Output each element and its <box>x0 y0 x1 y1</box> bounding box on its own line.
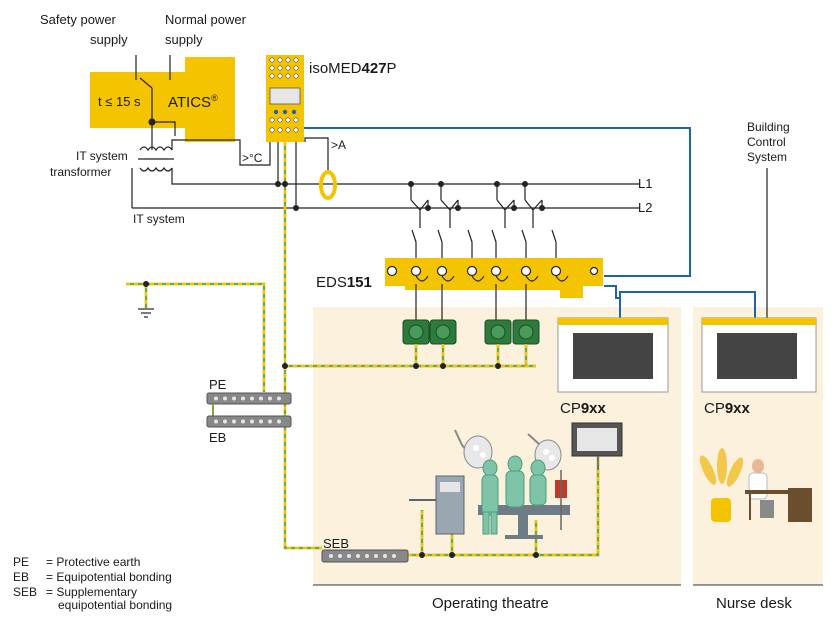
legend-text: = Supplementary <box>46 585 137 599</box>
eds-channel-outputs <box>415 275 569 322</box>
safety-label-2: supply <box>90 32 128 47</box>
legend-abbr: EB <box>13 570 29 584</box>
desk-icon <box>745 490 789 494</box>
isomed-display <box>269 87 301 105</box>
operating-table-icon <box>478 505 570 515</box>
normal-label-2: supply <box>165 32 203 47</box>
eds-label: EDS151 <box>316 274 372 291</box>
normal-label-1: Normal power <box>165 12 247 27</box>
circuit-drops <box>410 184 557 258</box>
operating-scene <box>409 422 623 539</box>
transformer-primary <box>139 146 173 152</box>
blue-cp2-wire <box>619 291 756 318</box>
panel-screen <box>573 333 653 379</box>
eds-channels <box>386 265 599 277</box>
atics-switch <box>139 77 153 89</box>
bcs-label-3: System <box>747 150 787 164</box>
bcs-label-1: Building <box>747 120 790 134</box>
plant-icon <box>699 448 744 487</box>
panel-header-bar <box>558 318 668 325</box>
blue-cp1-wire <box>604 285 621 318</box>
socket-group <box>402 319 540 345</box>
temp-label: >°C <box>242 151 263 165</box>
pe-bar <box>206 392 292 405</box>
transformer-label-2: transformer <box>50 165 111 179</box>
seb-bar-label: SEB <box>323 536 349 551</box>
pe-nodes <box>143 181 539 558</box>
it-system-label: IT system <box>133 212 185 226</box>
cp-theatre-label: CP9xx <box>560 400 607 417</box>
nurse-label: Nurse desk <box>716 595 792 612</box>
isomed-label: isoMED427P <box>309 60 397 77</box>
atics-device <box>90 57 235 142</box>
blue-bus-wire <box>304 127 691 277</box>
cp-nurse-label: CP9xx <box>704 400 751 417</box>
transformer-label-1: IT system <box>76 149 128 163</box>
atics-link-wire <box>152 121 176 136</box>
legend-text: equipotential bonding <box>58 598 172 612</box>
temp-sensor-wire <box>171 139 271 166</box>
isomed-l2-node <box>293 205 299 211</box>
bar-bolts <box>214 396 281 424</box>
transformer-secondary <box>139 166 173 172</box>
isomed-l1-node <box>275 181 281 187</box>
atics-name: ATICS® <box>168 93 218 111</box>
l2-label: L2 <box>638 200 652 215</box>
legend-abbr: SEB <box>13 585 37 599</box>
legend-abbr: PE <box>13 555 29 569</box>
bcs-label-2: Control <box>747 135 786 149</box>
isomed-buttons <box>273 109 297 115</box>
legend-text: = Protective earth <box>46 555 140 569</box>
l1-bus <box>171 168 640 185</box>
current-transformer <box>319 170 337 200</box>
safety-label-1: Safety power <box>40 12 117 27</box>
ct-wire <box>304 137 329 170</box>
surgical-light-icon <box>463 435 493 469</box>
legend: PE = Protective earth EB = Equipotential… <box>13 555 172 612</box>
nurse-figure-icon <box>752 459 764 473</box>
ct-label: >A <box>331 138 346 152</box>
ground-icon <box>138 308 154 318</box>
eb-bar-label: EB <box>209 430 226 445</box>
panel-header-bar <box>702 318 816 325</box>
pe-bar-label: PE <box>209 377 227 392</box>
theatre-label: Operating theatre <box>432 595 549 612</box>
nurse-scene <box>699 448 812 522</box>
l1-label: L1 <box>638 176 652 191</box>
atics-timer: t ≤ 15 s <box>98 94 141 109</box>
pe-wires <box>126 142 600 557</box>
panel-screen <box>717 333 797 379</box>
seb-bolts <box>329 554 396 558</box>
legend-text: = Equipotential bonding <box>46 570 172 584</box>
bus-nodes <box>408 181 545 211</box>
isomed-terminals <box>269 57 299 133</box>
eb-bar <box>206 415 292 428</box>
surgeon-figures-icon <box>481 455 547 535</box>
